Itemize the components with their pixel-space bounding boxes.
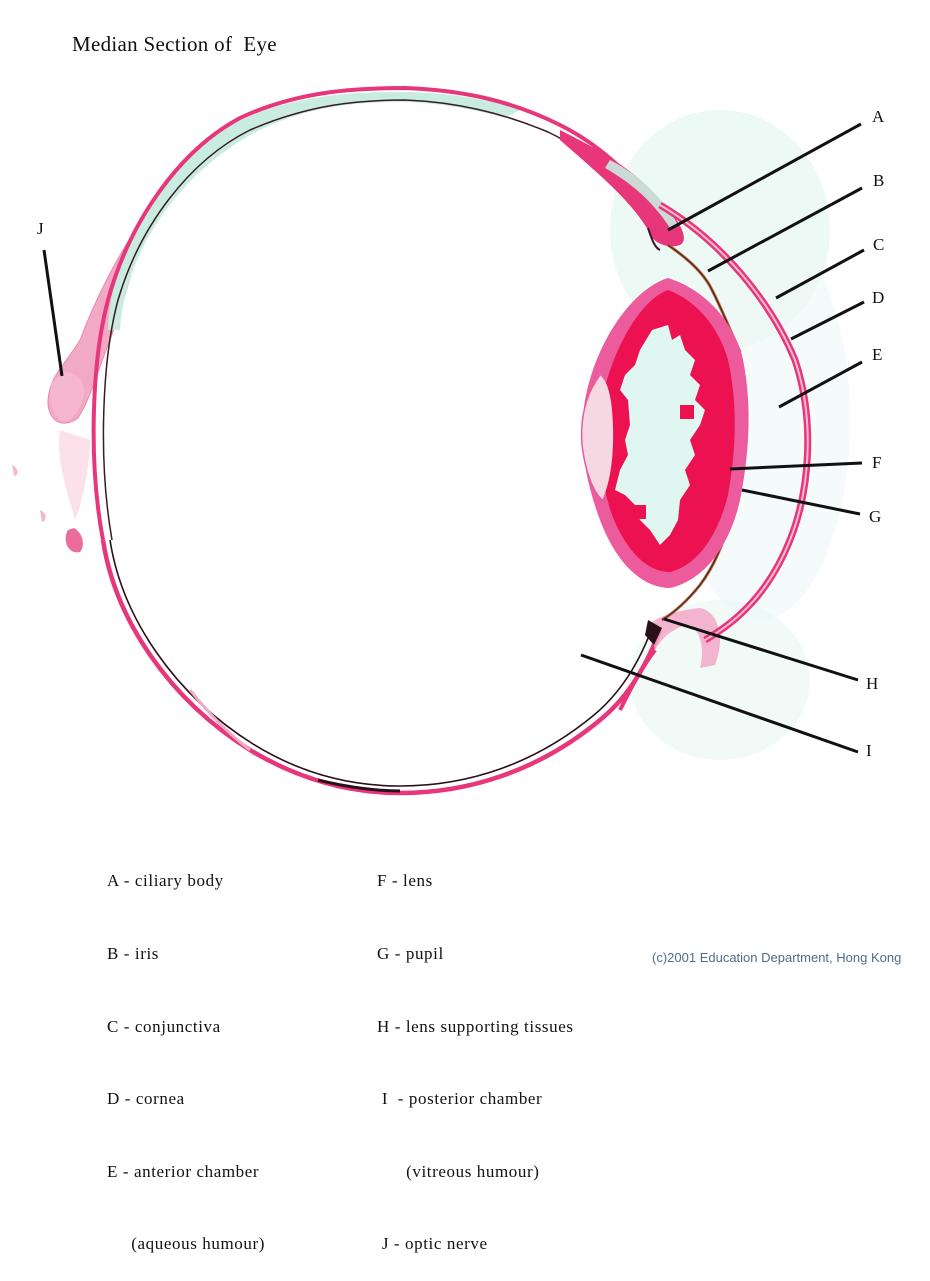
label-F: F xyxy=(872,453,882,472)
leader-line-D xyxy=(790,300,865,341)
label-B: B xyxy=(873,171,885,190)
leader-line-G xyxy=(741,488,861,516)
ciliary-body-bottom xyxy=(618,608,720,711)
leader-line-H xyxy=(663,617,859,682)
legend-item-H: H - lens supporting tissues xyxy=(377,1016,574,1036)
legend-item-B: B - iris xyxy=(107,944,160,963)
legend-item-J: J - optic nerve xyxy=(377,1234,488,1254)
leader-line-I xyxy=(580,653,859,754)
label-H: H xyxy=(866,674,879,693)
copyright-credit: (c)2001 Education Department, Hong Kong xyxy=(652,950,902,965)
eye-section-diagram xyxy=(12,85,865,796)
legend-item-G: G - pupil xyxy=(377,944,444,963)
cornea xyxy=(658,201,812,644)
label-A: A xyxy=(872,107,885,126)
label-J: J xyxy=(37,219,44,238)
legend-item-A: A - ciliary body xyxy=(107,871,224,891)
label-G: G xyxy=(869,507,882,526)
leader-lines xyxy=(42,122,865,754)
legend-item-I: I - posterior chamber xyxy=(377,1089,543,1109)
leader-line-B xyxy=(707,186,863,273)
leader-line-J xyxy=(42,249,64,377)
leader-line-C xyxy=(775,248,865,300)
legend-item-C: C - conjunctiva xyxy=(107,1016,221,1036)
ciliary-body-top xyxy=(560,130,684,251)
lens xyxy=(580,278,749,588)
legend-item-F: F - lens xyxy=(377,871,433,891)
label-I: I xyxy=(866,741,872,760)
legend-item-D: D - cornea xyxy=(107,1089,185,1109)
legend-right-column: F - lens G - pupil H - lens supporting t… xyxy=(377,821,574,1281)
label-E: E xyxy=(872,345,883,364)
legend-item-I-note: (vitreous humour) xyxy=(377,1161,540,1181)
label-C: C xyxy=(873,235,885,254)
leader-line-F xyxy=(729,461,863,471)
leader-line-A xyxy=(667,122,862,232)
legend-left-column: A - ciliary body B - iris C - conjunctiv… xyxy=(107,821,265,1281)
eyeball-wall xyxy=(91,85,667,796)
legend-item-E-note: (aqueous humour) xyxy=(107,1234,266,1254)
leader-line-E xyxy=(778,360,863,409)
diagram-title: Median Section of Eye xyxy=(72,32,277,56)
legend-item-E: E - anterior chamber xyxy=(107,1161,260,1181)
label-D: D xyxy=(872,288,885,307)
